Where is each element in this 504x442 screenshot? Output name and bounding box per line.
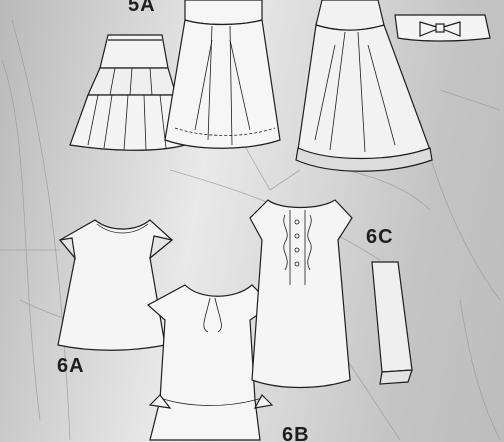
top-6c-drawing bbox=[249, 199, 353, 389]
sash-6c-drawing bbox=[371, 261, 413, 385]
dress-back-drawing bbox=[295, 0, 433, 172]
skirt-drawing bbox=[69, 34, 186, 151]
dress-front-drawing bbox=[164, 0, 281, 149]
view-label-6b: 6B bbox=[282, 424, 310, 442]
dress-6b-drawing bbox=[146, 284, 274, 441]
view-label-6c: 6C bbox=[366, 226, 394, 248]
view-label-6a: 6A bbox=[57, 355, 85, 377]
top-6a-drawing bbox=[57, 219, 174, 351]
bow-belt-drawing bbox=[394, 14, 491, 42]
view-label-5a: 5A bbox=[128, 0, 156, 16]
